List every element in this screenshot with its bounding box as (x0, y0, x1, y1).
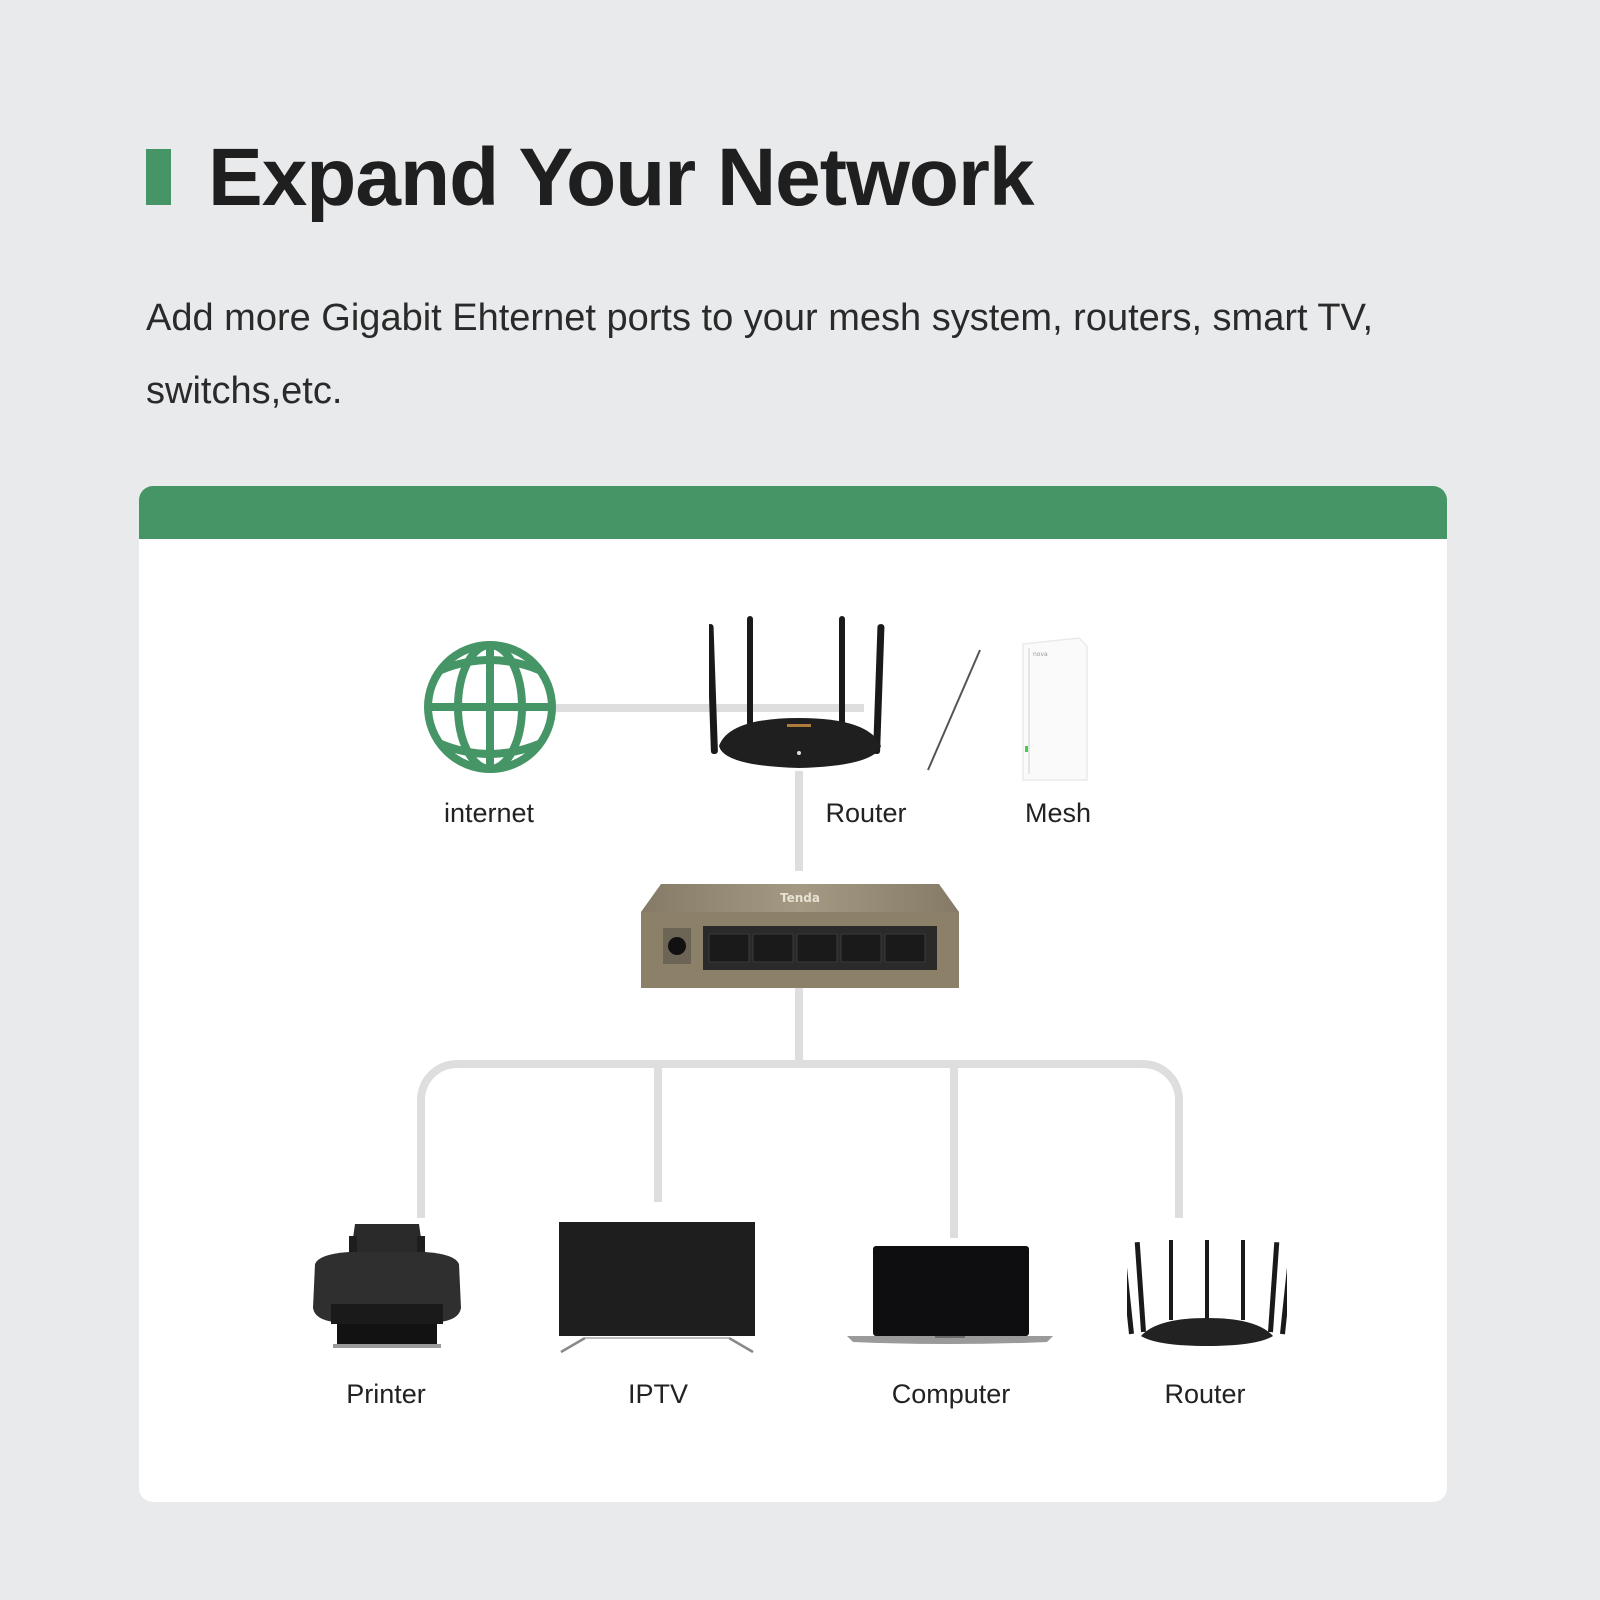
network-diagram-card: internet Router nova Mesh (139, 486, 1447, 1502)
switch-icon: Tenda (641, 884, 959, 988)
globe-icon (423, 640, 557, 774)
router-icon (709, 616, 889, 776)
internet-label: internet (443, 798, 535, 828)
page-subtitle: Add more Gigabit Ehternet ports to your … (146, 297, 1374, 412)
title-accent-bar (146, 149, 171, 205)
switch-brand: Tenda (780, 891, 820, 905)
printer-icon (309, 1224, 465, 1350)
cable-iptv (654, 1066, 662, 1202)
router-2-label: Router (1164, 1379, 1246, 1409)
cable-switch-down (795, 986, 803, 1066)
cable-branch-horizontal (417, 1060, 1183, 1218)
cable-router-switch (795, 771, 803, 871)
cable-internet-router (554, 704, 864, 712)
mesh-label: Mesh (1024, 798, 1092, 828)
iptv-label: IPTV (627, 1379, 689, 1409)
computer-label: Computer (891, 1379, 1011, 1409)
printer-label: Printer (346, 1379, 426, 1409)
laptop-icon (847, 1246, 1053, 1346)
tv-icon (559, 1222, 755, 1354)
svg-text:nova: nova (1033, 651, 1048, 658)
router-label: Router (825, 798, 907, 828)
card-header-bar (139, 486, 1447, 539)
page-title: Expand Your Network (208, 132, 1034, 223)
cable-computer (950, 1066, 958, 1238)
router-2-icon (1127, 1240, 1287, 1350)
separator-slash (924, 648, 984, 772)
mesh-node-icon: nova (1019, 634, 1089, 784)
